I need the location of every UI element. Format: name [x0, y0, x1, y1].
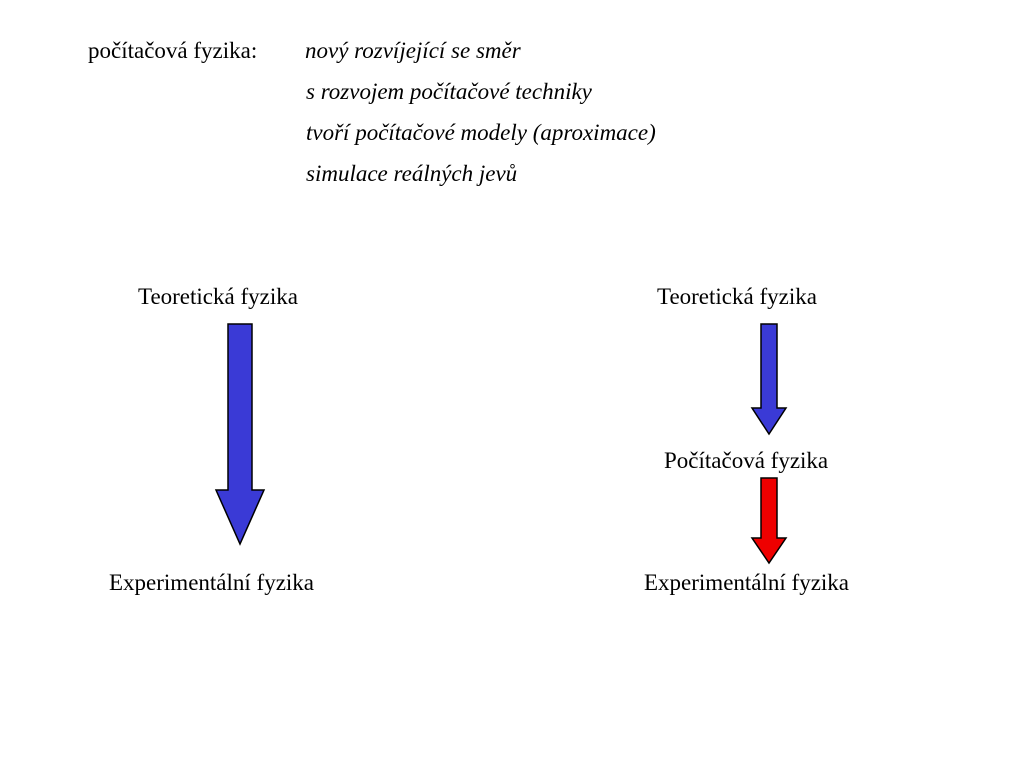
description-line-1: nový rozvíjející se směr: [305, 38, 521, 63]
left-arrow-shape: [214, 323, 266, 546]
right-bottom-label: Experimentální fyzika: [644, 570, 850, 595]
right-top-label: Teoretická fyzika: [657, 284, 817, 309]
right-upper-arrow-shape: [750, 323, 788, 436]
description-line-3: tvoří počítačové modely (aproximace): [306, 120, 656, 145]
term-label: počítačová fyzika:: [88, 38, 258, 63]
right-middle-label: Počítačová fyzika: [664, 448, 829, 473]
left-down-arrow: [214, 323, 266, 546]
left-top-label: Teoretická fyzika: [138, 284, 298, 309]
right-lower-arrow: [750, 477, 788, 565]
right-upper-arrow: [750, 323, 788, 436]
description-line-2: s rozvojem počítačové techniky: [306, 79, 592, 104]
left-bottom-label: Experimentální fyzika: [109, 570, 315, 595]
right-lower-arrow-shape: [750, 477, 788, 565]
description-line-4: simulace reálných jevů: [306, 161, 518, 186]
